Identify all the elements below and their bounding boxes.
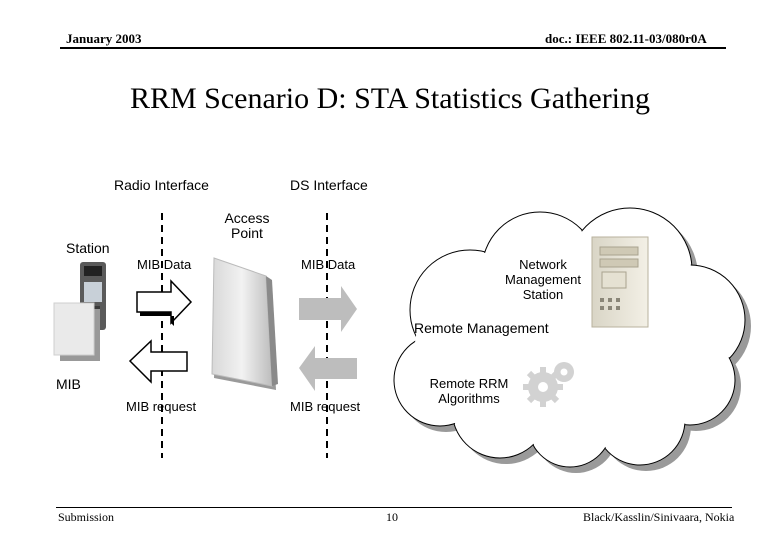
mib-data-arrow-right bbox=[136, 279, 193, 325]
footer-submission: Submission bbox=[58, 510, 115, 524]
mib-data-right-label: MIB Data bbox=[301, 257, 356, 272]
station-label: Station bbox=[66, 240, 110, 256]
header-doc-id: doc.: IEEE 802.11-03/080r0A bbox=[545, 31, 707, 46]
mib-data-arrow-right-shadow bbox=[137, 312, 174, 326]
mib-label: MIB bbox=[56, 376, 81, 392]
ds-mib-data-arrow-right bbox=[299, 286, 357, 332]
ds-mib-request-arrow-left bbox=[299, 346, 357, 391]
footer-rule bbox=[56, 507, 732, 508]
network-cloud bbox=[393, 207, 751, 473]
mib-request-arrow-left bbox=[128, 339, 188, 384]
access-point-icon bbox=[211, 257, 278, 390]
footer-page-number: 10 bbox=[386, 510, 398, 524]
network-management-station-icon bbox=[591, 236, 649, 328]
footer-authors: Black/Kasslin/Sinivaara, Nokia bbox=[583, 510, 735, 524]
page-title: RRM Scenario D: STA Statistics Gathering bbox=[129, 82, 651, 115]
header-date: January 2003 bbox=[66, 31, 142, 46]
remote-management-label: Remote Management bbox=[414, 320, 549, 336]
access-point-label: Access Point bbox=[224, 210, 270, 241]
header-rule bbox=[60, 47, 726, 49]
mib-data-left-label: MIB Data bbox=[137, 257, 192, 272]
network-management-station-label: Network Management Station bbox=[505, 257, 581, 302]
gears-icon bbox=[523, 362, 574, 407]
mib-document-icon bbox=[53, 302, 100, 361]
remote-rrm-algorithms-label: Remote RRM Algorithms bbox=[429, 376, 509, 406]
radio-interface-label: Radio Interface bbox=[114, 177, 209, 193]
ds-interface-label: DS Interface bbox=[290, 177, 368, 193]
mib-request-right-label: MIB request bbox=[290, 399, 361, 414]
mib-request-left-label: MIB request bbox=[126, 399, 197, 414]
